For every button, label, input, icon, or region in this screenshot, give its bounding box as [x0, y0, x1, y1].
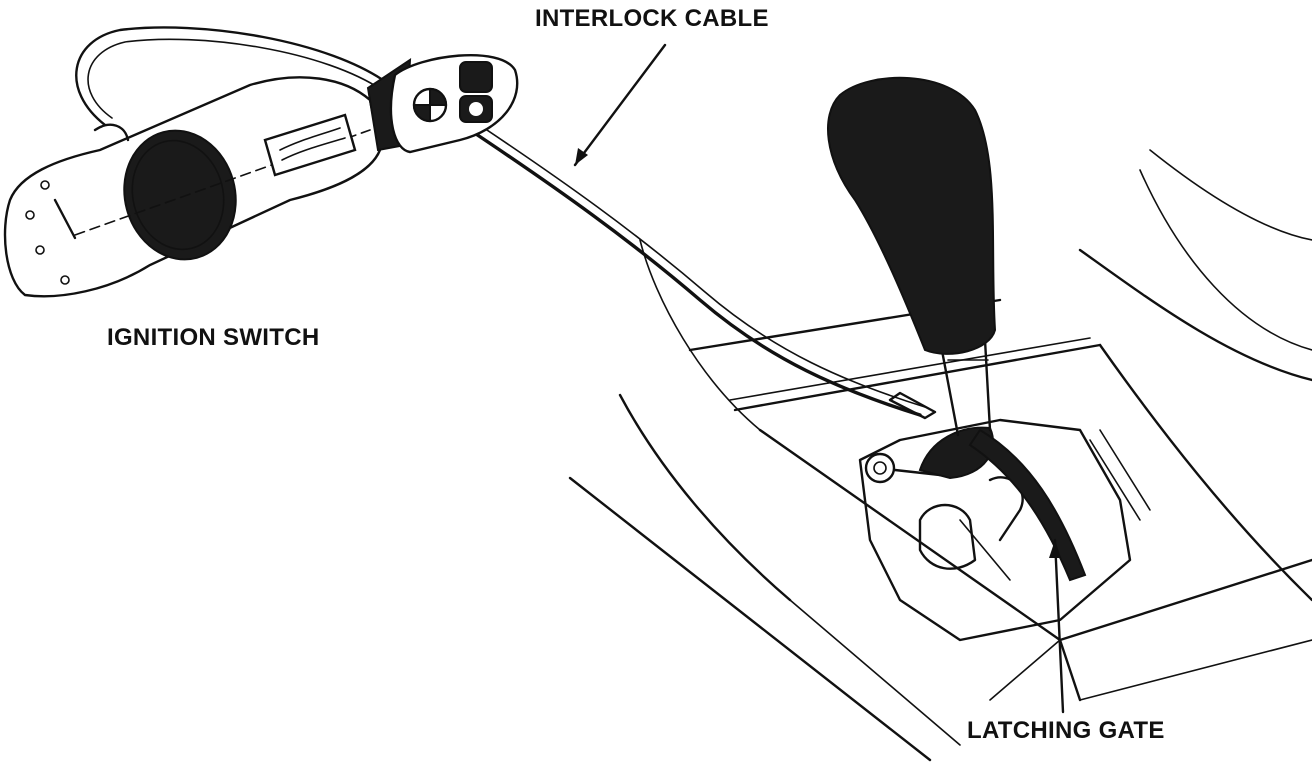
ignition-switch	[3, 76, 382, 298]
latching-gate-label: LATCHING GATE	[967, 717, 1165, 744]
shift-lever	[938, 338, 992, 437]
latching-gate-leader	[1053, 538, 1065, 714]
interlock-cable-leader	[573, 43, 667, 167]
interlock-cable-label: INTERLOCK CABLE	[535, 5, 769, 32]
interlock-cable	[75, 26, 937, 420]
shift-knob	[827, 76, 997, 355]
center-console	[568, 149, 1312, 762]
latching-gate-leader-arrow	[1049, 540, 1061, 558]
key-fob	[366, 53, 519, 154]
ignition-switch-label: IGNITION SWITCH	[107, 324, 319, 351]
interlock-cable-leader-arrow	[575, 148, 588, 165]
